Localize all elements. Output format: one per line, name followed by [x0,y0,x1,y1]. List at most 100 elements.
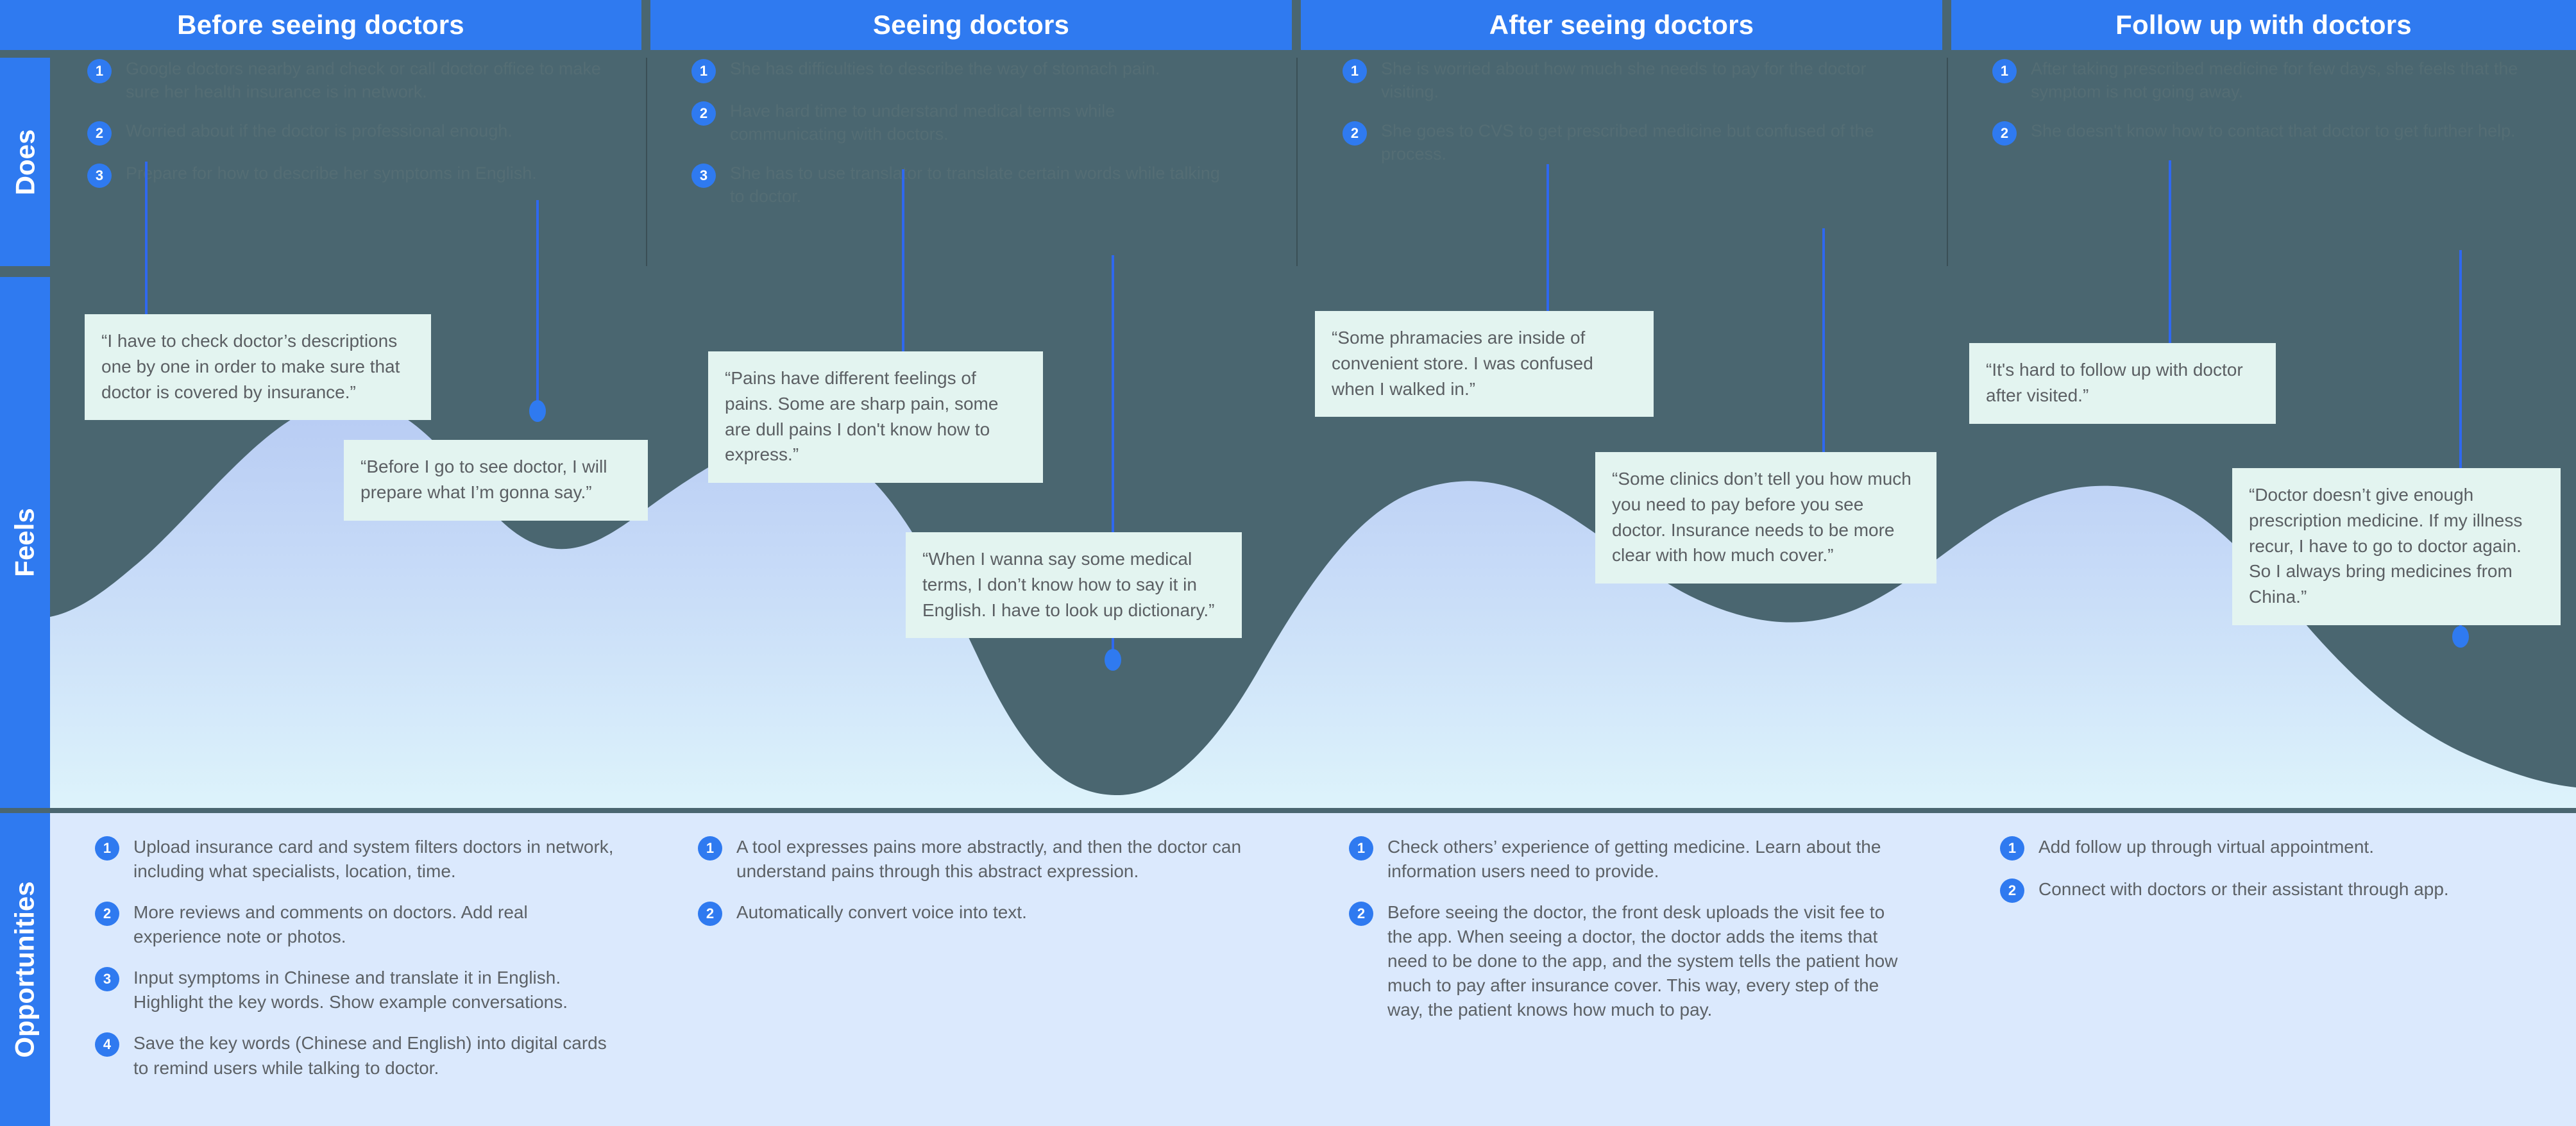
list-item: 3 She has to use translator to translate… [691,162,1243,208]
number-badge: 1 [2000,836,2024,861]
stage-label-text: Does [10,129,40,195]
list-item: 2 She goes to CVS to get prescribed medi… [1343,120,1894,165]
opportunities-panel: 1 Upload insurance card and system filte… [50,813,2576,1126]
quote-box-q2: “Before I go to see doctor, I will prepa… [344,440,648,521]
phase-tab-label: After seeing doctors [1489,10,1754,40]
opportunity-text: Connect with doctors or their assistant … [2038,879,2449,899]
opportunity-text: A tool expresses pains more abstractly, … [736,837,1242,882]
opportunity-text: Automatically convert voice into text. [736,902,1027,923]
number-badge: 1 [691,59,716,83]
column-divider [1947,58,1948,266]
stage-label-opportunities: Opportunities [0,813,50,1126]
list-item: 1 She is worried about how much she need… [1343,58,1894,103]
does-item-text: She goes to CVS to get prescribed medici… [1381,121,1874,164]
does-item-text: She has difficulties to describe the way… [730,59,1160,78]
does-item-text: She has to use translator to translate c… [730,164,1220,206]
connector-stem-q5 [1546,164,1549,363]
opportunity-text: Check others’ experience of getting medi… [1387,837,1881,882]
opportunities-group-after-seeing-doctors: 1 Check others’ experience of getting me… [1349,835,1907,1039]
opportunity-text: Add follow up through virtual appointmen… [2038,837,2374,857]
connector-stem-q8 [2459,250,2462,635]
number-badge: 3 [691,164,716,189]
opportunities-group-before-seeing-doctors: 1 Upload insurance card and system filte… [95,835,614,1097]
connector-stem-q1 [145,162,148,328]
list-item: 2 Have hard time to understand medical t… [691,100,1243,146]
phase-tab-before-seeing-doctors[interactable]: Before seeing doctors [0,0,641,50]
number-badge: 3 [87,164,112,189]
list-item: 2 Before seeing the doctor, the front de… [1349,900,1907,1022]
phase-tab-label: Follow up with doctors [2115,10,2412,40]
number-badge: 2 [87,121,112,146]
does-item-text: Prepare for how to describe her symptoms… [126,164,537,183]
touchpoint-dot-q4[interactable] [1105,649,1121,671]
does-item-text: After taking prescribed medicine for few… [2031,59,2518,101]
touchpoint-dot-q8[interactable] [2452,626,2469,648]
does-group-seeing-doctors: 1 She has difficulties to describe the w… [691,58,1243,225]
number-badge: 1 [1992,59,2017,83]
list-item: 3 Input symptoms in Chinese and translat… [95,966,614,1014]
phase-tab-follow-up-with-doctors[interactable]: Follow up with doctors [1951,0,2576,50]
does-item-text: Worried about if the doctor is professio… [126,121,513,141]
number-badge: 1 [95,836,119,861]
column-divider [646,58,647,266]
opportunities-group-seeing-doctors: 1 A tool expresses pains more abstractly… [698,835,1262,943]
connector-stem-q7 [2169,160,2171,360]
does-group-after-seeing-doctors: 1 She is worried about how much she need… [1343,58,1894,183]
number-badge: 1 [1349,836,1373,861]
number-badge: 2 [1349,902,1373,927]
does-item-text: She doesn't know how to contact that doc… [2031,121,2516,141]
touchpoint-dot-q2[interactable] [529,400,546,422]
opportunity-text: More reviews and comments on doctors. Ad… [133,902,528,947]
quote-box-q7: “It's hard to follow up with doctor afte… [1969,343,2276,424]
connector-stem-q4 [1112,255,1114,659]
does-item-text: Have hard time to understand medical ter… [730,101,1115,144]
stage-label-text: Feels [10,508,40,577]
does-item-text: She is worried about how much she needs … [1381,59,1867,101]
stage-label-text: Opportunities [10,881,40,1058]
list-item: 4 Save the key words (Chinese and Englis… [95,1031,614,1080]
list-item: 1 Add follow up through virtual appointm… [2000,835,2552,861]
list-item: 2 Automatically convert voice into text. [698,900,1262,927]
stage-label-does: Does [0,58,50,266]
list-item: 3 Prepare for how to describe her sympto… [87,162,632,189]
stage-label-feels: Feels [0,277,50,808]
quote-box-q5: “Some phramacies are inside of convenien… [1315,311,1654,417]
number-badge: 2 [2000,878,2024,903]
list-item: 2 Worried about if the doctor is profess… [87,120,632,146]
opportunity-text: Input symptoms in Chinese and translate … [133,968,568,1013]
quote-box-q4: “When I wanna say some medical terms, I … [906,532,1242,639]
phase-tab-label: Before seeing doctors [177,10,464,40]
emotion-curve-chart [50,399,2576,808]
connector-stem-q3 [902,169,904,407]
column-divider [1296,58,1298,266]
phase-tab-seeing-doctors[interactable]: Seeing doctors [650,0,1292,50]
quote-box-q1: “I have to check doctor’s descriptions o… [85,314,431,421]
number-badge: 2 [698,902,722,927]
does-band: 1 Google doctors nearby and check or cal… [50,58,2576,266]
number-badge: 2 [95,902,119,927]
phase-tab-label: Seeing doctors [872,10,1070,40]
quote-box-q3: “Pains have different feelings of pains.… [708,351,1043,483]
list-item: 1 After taking prescribed medicine for f… [1992,58,2544,103]
number-badge: 2 [1992,121,2017,146]
number-badge: 2 [1343,121,1367,146]
list-item: 2 She doesn't know how to contact that d… [1992,120,2544,146]
phase-tab-after-seeing-doctors[interactable]: After seeing doctors [1301,0,1942,50]
list-item: 2 More reviews and comments on doctors. … [95,900,614,949]
opportunity-text: Save the key words (Chinese and English)… [133,1033,607,1078]
quote-box-q6: “Some clinics don’t tell you how much yo… [1595,452,1936,584]
list-item: 1 She has difficulties to describe the w… [691,58,1243,83]
does-group-before-seeing-doctors: 1 Google doctors nearby and check or cal… [87,58,632,205]
list-item: 1 A tool expresses pains more abstractly… [698,835,1262,884]
number-badge: 3 [95,967,119,992]
connector-stem-q2 [536,200,539,412]
connector-stem-q6 [1822,228,1825,510]
opportunities-group-follow-up-with-doctors: 1 Add follow up through virtual appointm… [2000,835,2552,920]
number-badge: 1 [1343,59,1367,83]
opportunity-text: Before seeing the doctor, the front desk… [1387,902,1898,1020]
opportunity-text: Upload insurance card and system filters… [133,837,614,882]
does-group-follow-up-with-doctors: 1 After taking prescribed medicine for f… [1992,58,2544,162]
list-item: 2 Connect with doctors or their assistan… [2000,877,2552,903]
list-item: 1 Google doctors nearby and check or cal… [87,58,632,103]
